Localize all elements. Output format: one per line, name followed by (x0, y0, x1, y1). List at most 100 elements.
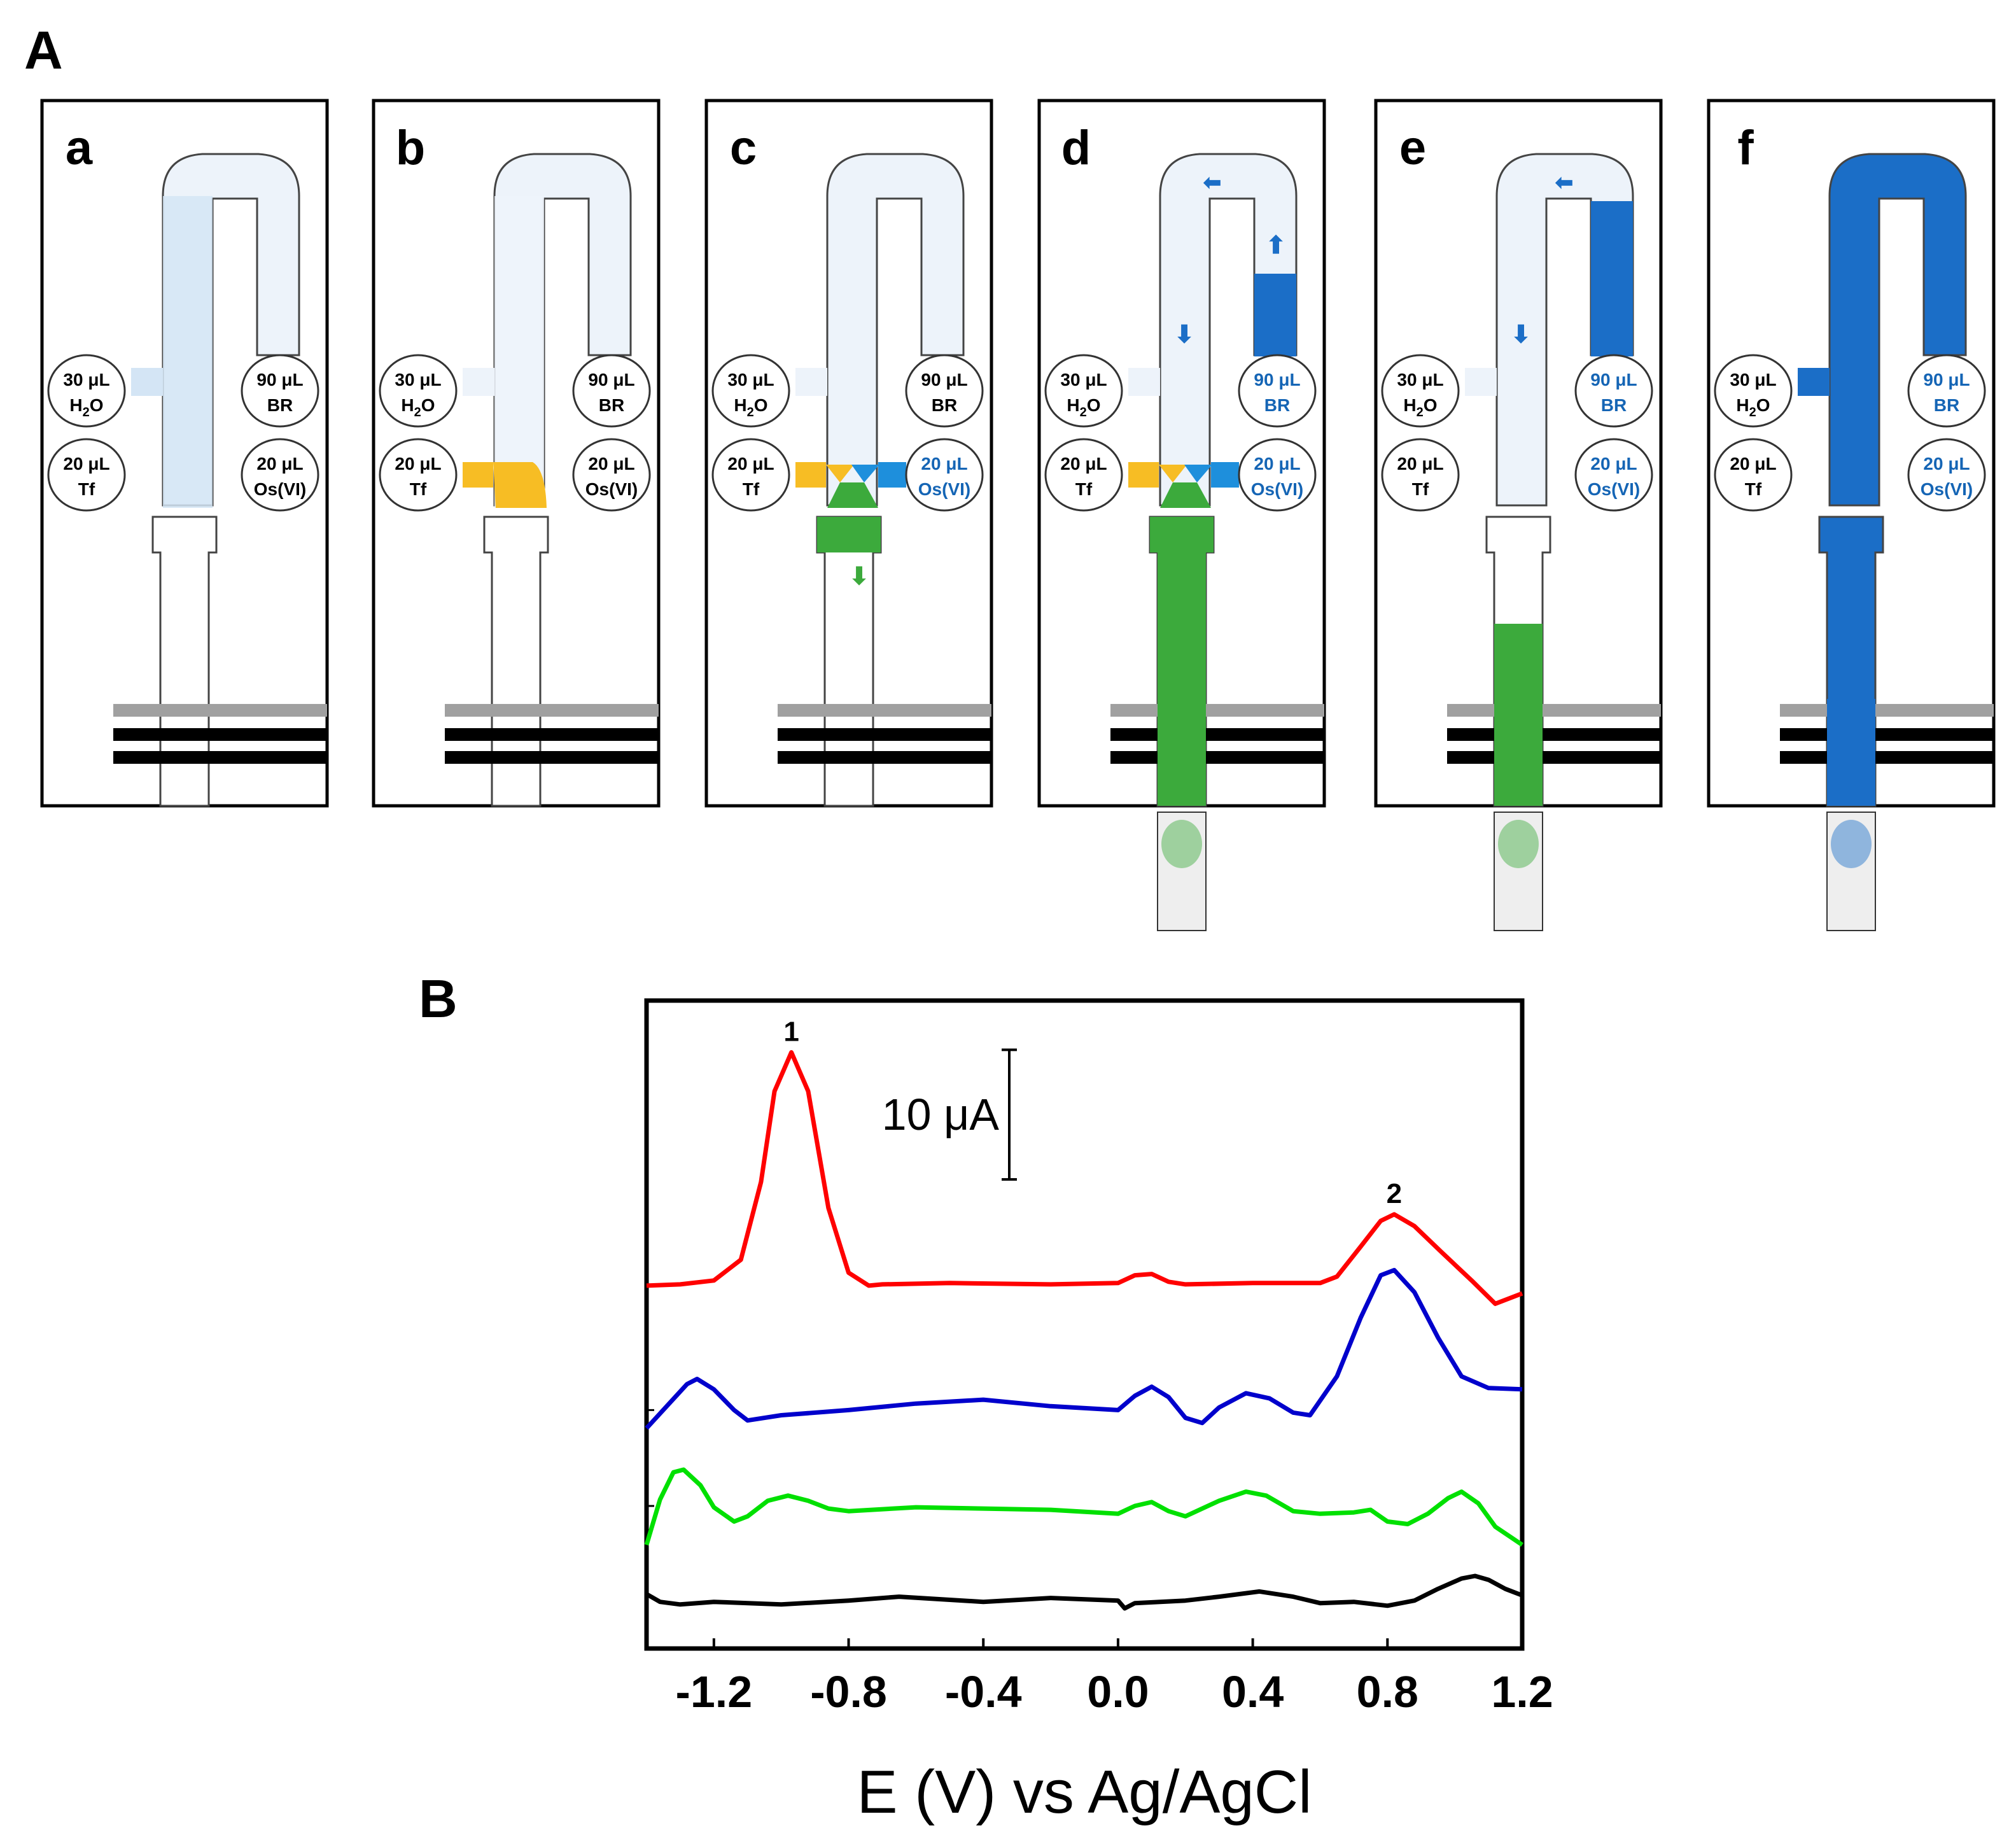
tf-inlet (131, 462, 162, 488)
tf-reservoir (47, 438, 126, 512)
electrode-reference (778, 704, 991, 717)
h2o-reservoir-label: H2O (69, 395, 103, 419)
h2o-reservoir (1044, 354, 1123, 428)
tf-reservoir-amount: 20 μL (1060, 454, 1107, 474)
h2o-reservoir (711, 354, 790, 428)
tf-reservoir (1714, 438, 1793, 512)
series-line (645, 1268, 1523, 1430)
captured-spot (1161, 820, 1202, 868)
water-column (494, 196, 544, 508)
x-tick-label: 0.8 (1357, 1667, 1418, 1717)
br-column (1591, 201, 1633, 356)
br-reservoir-amount: 90 μL (588, 370, 634, 390)
mix-junction (1160, 482, 1211, 508)
electrode-reference (445, 704, 659, 717)
electrode-reference (113, 704, 327, 717)
tf-inlet (463, 462, 493, 488)
br-reservoir-amount: 90 μL (1254, 370, 1300, 390)
electrode-reference (1447, 704, 1661, 717)
h2o-reservoir (47, 354, 126, 428)
h2o-reservoir-label: H2O (401, 395, 435, 419)
electrode-counter (1110, 751, 1324, 764)
h2o-reservoir (1714, 354, 1793, 428)
peak-label: 2 (1387, 1178, 1402, 1209)
electrode-working (1110, 728, 1324, 741)
tf-reservoir-label: Tf (78, 479, 95, 499)
mix-chamber-fill (1150, 517, 1214, 552)
tf-inlet (795, 462, 826, 488)
os-wedge (1184, 465, 1212, 482)
step-label: b (396, 121, 425, 175)
detection-pad (1494, 812, 1543, 931)
electrode-counter (778, 751, 991, 764)
electrode-counter (1780, 751, 1994, 764)
tf-reservoir-amount: 20 μL (63, 454, 109, 474)
h2o-reservoir-amount: 30 μL (395, 370, 441, 390)
tf-reservoir-amount: 20 μL (727, 454, 774, 474)
tf-wedge (826, 465, 854, 482)
flow-arrow-left-icon: ⬅ (1555, 171, 1574, 195)
tf-reservoir-label: Tf (1412, 479, 1429, 499)
water-column (163, 196, 213, 508)
os-reservoir-amount: 20 μL (588, 454, 634, 474)
electrode-reference (1110, 704, 1324, 717)
os-reservoir (1238, 438, 1317, 512)
br-reservoir-amount: 90 μL (1923, 370, 1970, 390)
os-reservoir-amount: 20 μL (1923, 454, 1970, 474)
os-reservoir-label: Os(VI) (1251, 479, 1303, 499)
tf-wedge (1159, 465, 1187, 482)
electrode-counter (445, 751, 659, 764)
br-reservoir-amount: 90 μL (921, 370, 967, 390)
os-inlet (1548, 462, 1576, 488)
panel-b-label: B (419, 969, 458, 1029)
h2o-inlet (463, 368, 494, 396)
os-reservoir-label: Os(VI) (254, 479, 306, 499)
h2o-reservoir-amount: 30 μL (1730, 370, 1776, 390)
u-channel (1828, 153, 1967, 507)
os-reservoir-label: Os(VI) (1588, 479, 1640, 499)
br-reservoir (241, 354, 319, 428)
flow-arrow-down-icon: ⬇ (1174, 321, 1194, 348)
u-channel (1159, 153, 1298, 507)
tf-inlet (1798, 462, 1828, 488)
tf-reservoir (1381, 438, 1460, 512)
h2o-reservoir-amount: 30 μL (727, 370, 774, 390)
panel-a-label: A (24, 20, 63, 80)
x-axis-label: E (V) vs Ag/AgCl (857, 1758, 1312, 1826)
os-inlet (1211, 462, 1239, 488)
os-reservoir-amount: 20 μL (1254, 454, 1300, 474)
x-tick-label: 0.4 (1222, 1667, 1284, 1717)
x-tick-label: 1.2 (1491, 1667, 1553, 1717)
outlet-over-electrodes (1494, 699, 1543, 806)
os-reservoir (1907, 438, 1986, 512)
x-tick-label: 0.0 (1087, 1667, 1149, 1717)
plot-frame (644, 998, 1525, 1651)
br-reservoir-label: BR (1264, 395, 1290, 415)
x-tick-label: -0.4 (945, 1667, 1022, 1717)
tf-reservoir-amount: 20 μL (1730, 454, 1776, 474)
flow-arrow-left-icon: ⬅ (1203, 171, 1222, 195)
os-inlet (878, 462, 906, 488)
br-reservoir (1907, 354, 1986, 428)
br-reservoir (572, 354, 651, 428)
captured-spot (1498, 820, 1539, 868)
electrode-counter (1447, 751, 1661, 764)
tf-reservoir-label: Tf (743, 479, 760, 499)
h2o-reservoir-label: H2O (734, 395, 767, 419)
peak-label: 1 (783, 1016, 799, 1047)
h2o-inlet (1798, 368, 1830, 396)
os-reservoir-amount: 20 μL (921, 454, 967, 474)
br-reservoir-amount: 90 μL (256, 370, 303, 390)
br-column (1254, 274, 1296, 356)
h2o-reservoir-amount: 30 μL (1397, 370, 1443, 390)
electrode-working (1780, 728, 1994, 741)
flow-arrow-up-icon: ⬆ (1266, 232, 1286, 259)
br-reservoir-label: BR (932, 395, 957, 415)
flow-arrow-down-icon: ⬇ (849, 563, 869, 590)
os-inlet (214, 462, 242, 488)
